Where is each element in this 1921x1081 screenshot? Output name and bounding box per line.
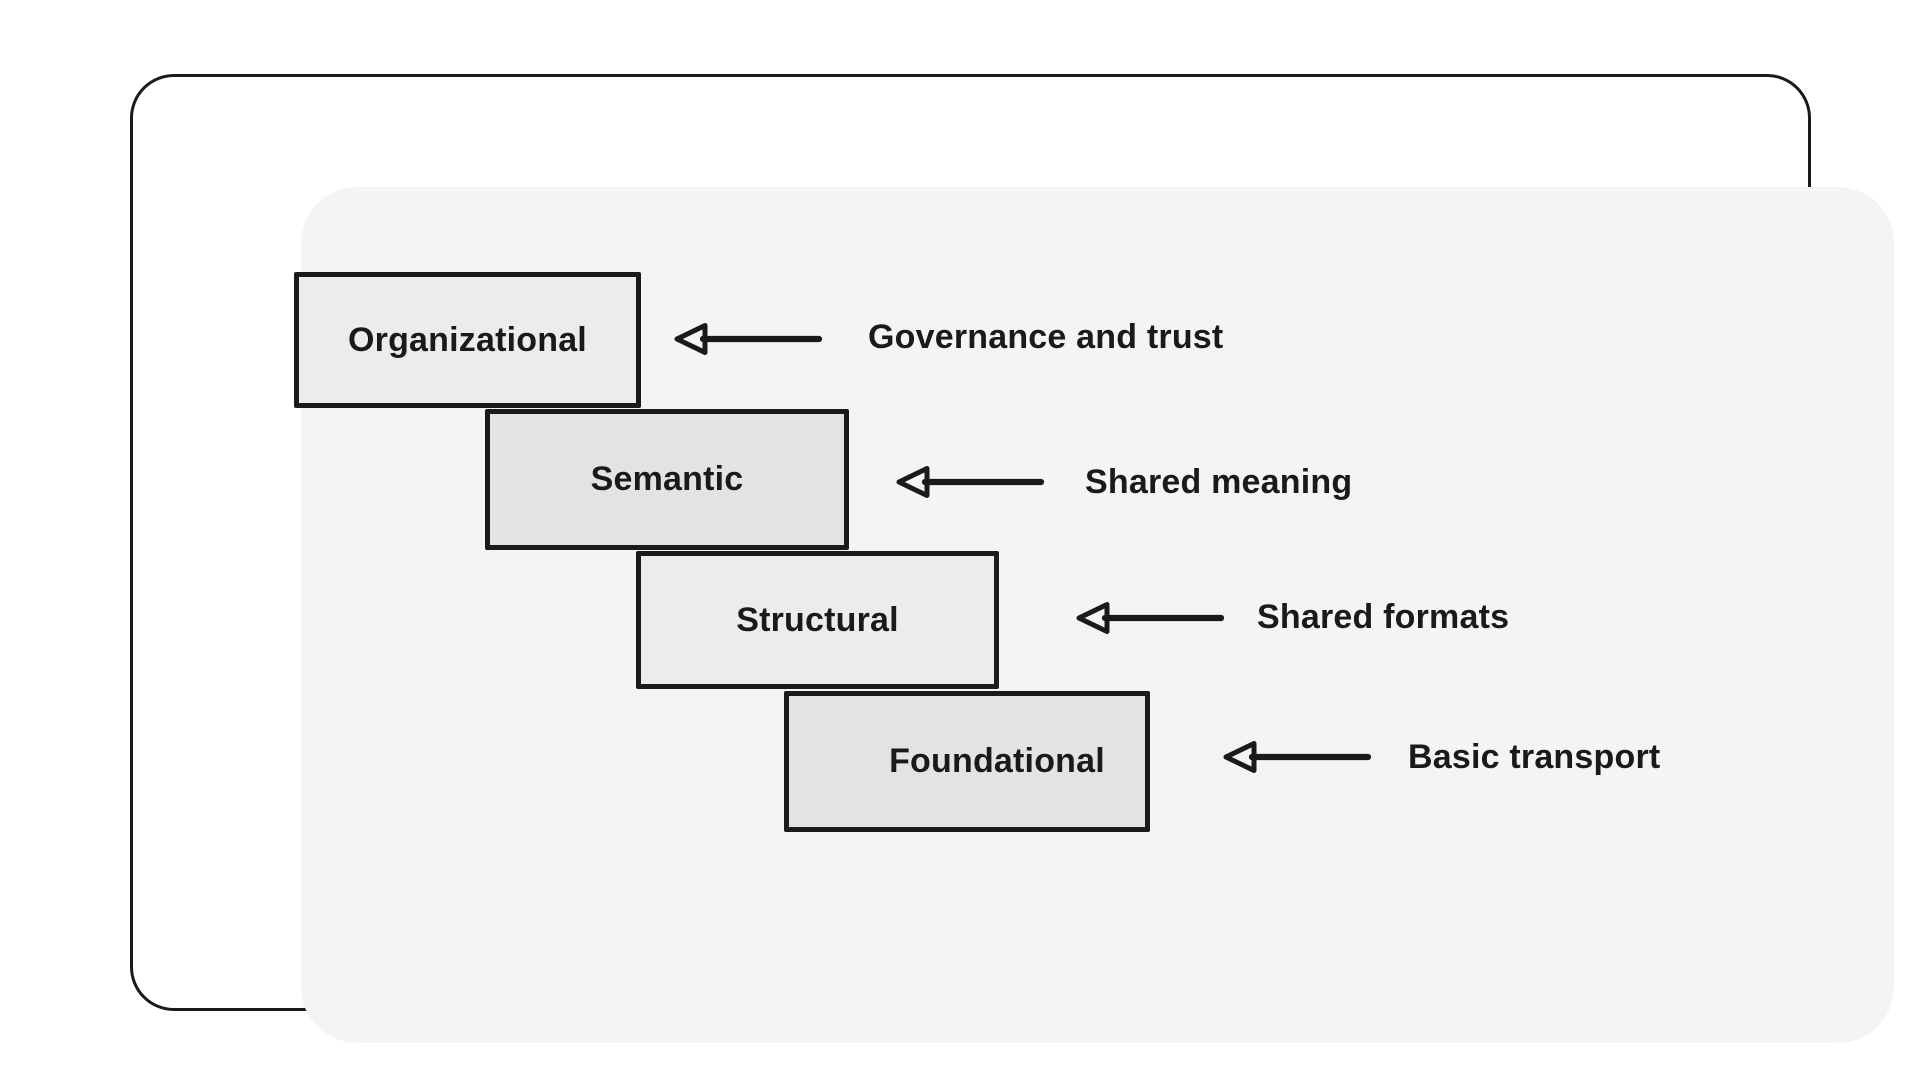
layer-box-structural: Structural xyxy=(636,551,999,689)
arrow-left-icon xyxy=(1074,600,1226,636)
layer-box-label: Structural xyxy=(736,600,899,639)
layer-box-label: Organizational xyxy=(348,320,587,359)
annotation-label: Shared formats xyxy=(1257,598,1510,636)
annotation-label: Shared meaning xyxy=(1085,463,1353,501)
layer-box-foundational: Foundational xyxy=(784,691,1150,832)
annotation-label: Basic transport xyxy=(1408,738,1661,776)
layer-box-organizational: Organizational xyxy=(294,272,641,408)
layer-box-label: Foundational xyxy=(889,742,1105,780)
layer-box-semantic: Semantic xyxy=(485,409,849,550)
arrow-left-icon xyxy=(1221,739,1373,775)
arrow-left-icon xyxy=(894,464,1046,500)
annotation-label: Governance and trust xyxy=(868,318,1224,356)
outer-frame xyxy=(130,74,1894,1043)
layer-box-label: Semantic xyxy=(590,460,744,498)
arrow-left-icon xyxy=(672,321,824,357)
